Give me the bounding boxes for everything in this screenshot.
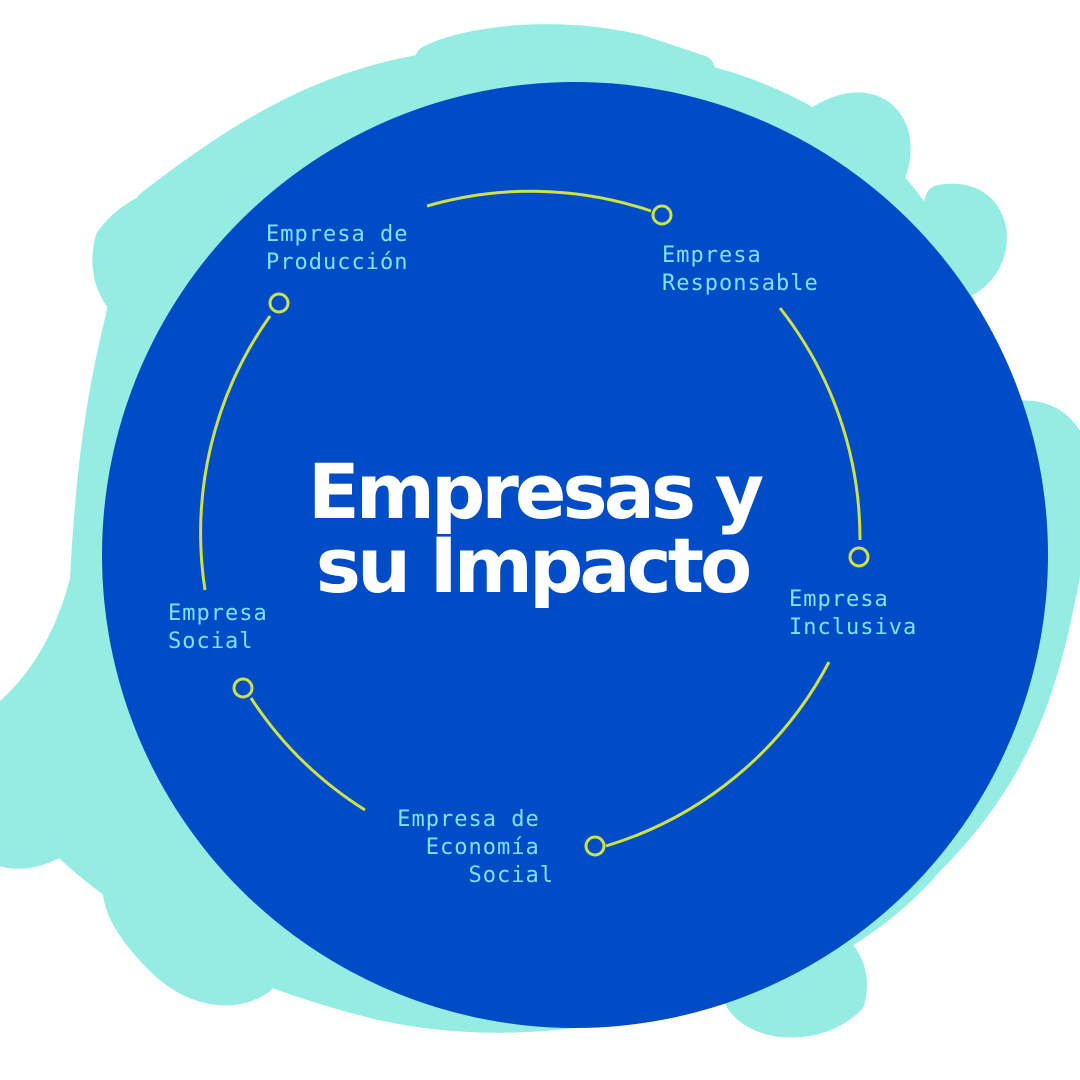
node-label-line: Inclusiva [789, 615, 917, 640]
node-label-line: Empresa [168, 601, 268, 626]
node-label-line: Empresa de [266, 222, 408, 247]
node-label-line: Producción [266, 250, 408, 275]
node-economia-dot [586, 837, 604, 855]
node-label-line: Economía [426, 835, 540, 860]
node-label-line: Empresa [662, 243, 762, 268]
node-social-dot [234, 679, 252, 697]
node-label-line: Social [168, 629, 253, 654]
node-label-line: Empresa de [397, 807, 539, 832]
node-inclusiva-dot [850, 548, 868, 566]
node-responsable-dot [653, 206, 671, 224]
node-produccion-dot [270, 294, 288, 312]
node-label-line: Empresa [789, 587, 889, 612]
title-line-2: su Impacto [316, 521, 749, 610]
node-label-line: Responsable [662, 271, 819, 296]
node-label-line: Social [469, 863, 554, 888]
